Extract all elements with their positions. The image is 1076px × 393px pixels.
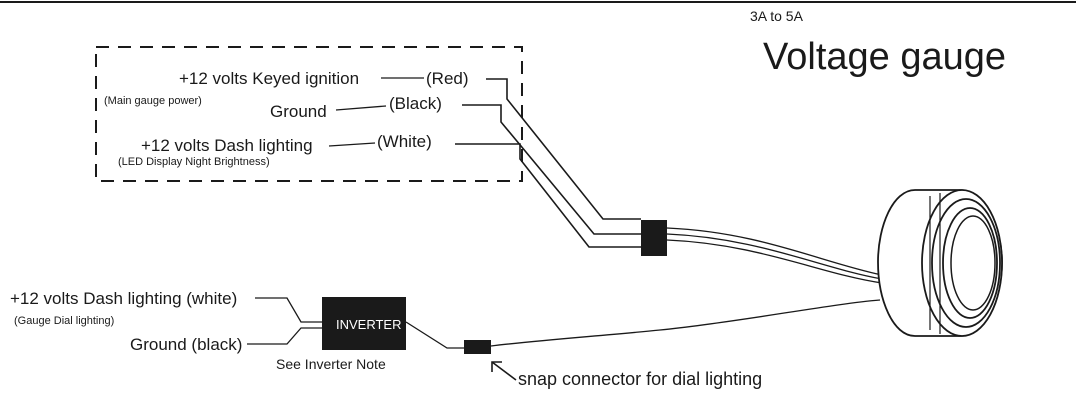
dashed-wiring-box (95, 46, 523, 182)
dial-dash-lighting-label: +12 volts Dash lighting (white) (10, 289, 237, 308)
gauge-title: Voltage gauge (763, 36, 1006, 78)
inverter-note: See Inverter Note (276, 356, 386, 372)
red-wire (486, 78, 641, 220)
inverter-label: INVERTER (336, 317, 402, 332)
black-wire (462, 104, 641, 235)
dial-black-wire (247, 327, 322, 345)
gauge-harness-wire-2 (666, 233, 883, 280)
gauge-harness-wire-1 (666, 227, 883, 276)
gauge-harness-wire-3 (666, 239, 883, 284)
inverter-output-wire (405, 321, 464, 349)
wire-connector-block (641, 220, 667, 256)
led-night-brightness-label: (LED Display Night Brightness) (118, 156, 270, 168)
main-gauge-power-label: (Main gauge power) (104, 95, 202, 107)
dial-ground-label: Ground (black) (130, 335, 242, 354)
white-wire (455, 143, 641, 248)
snap-connector (464, 340, 491, 354)
snap-connector-label: snap connector for dial lighting (518, 369, 762, 389)
gauge-body (877, 189, 1003, 337)
dial-lighting-wire (490, 299, 881, 347)
inverter-box (322, 297, 406, 350)
black-leader (335, 105, 387, 111)
white-leader (328, 142, 376, 147)
ground-label: Ground (270, 102, 327, 121)
dial-white-wire (255, 297, 322, 323)
red-wire-label: (Red) (426, 69, 469, 88)
amp-rating: 3A to 5A (750, 8, 804, 24)
arrow-icon (491, 361, 517, 381)
black-wire-label: (Black) (389, 94, 442, 113)
white-wire-label: (White) (377, 132, 432, 151)
gauge-dial-lighting-label: (Gauge Dial lighting) (14, 315, 114, 327)
keyed-ignition-label: +12 volts Keyed ignition (179, 69, 359, 88)
dash-lighting-label: +12 volts Dash lighting (141, 136, 313, 155)
